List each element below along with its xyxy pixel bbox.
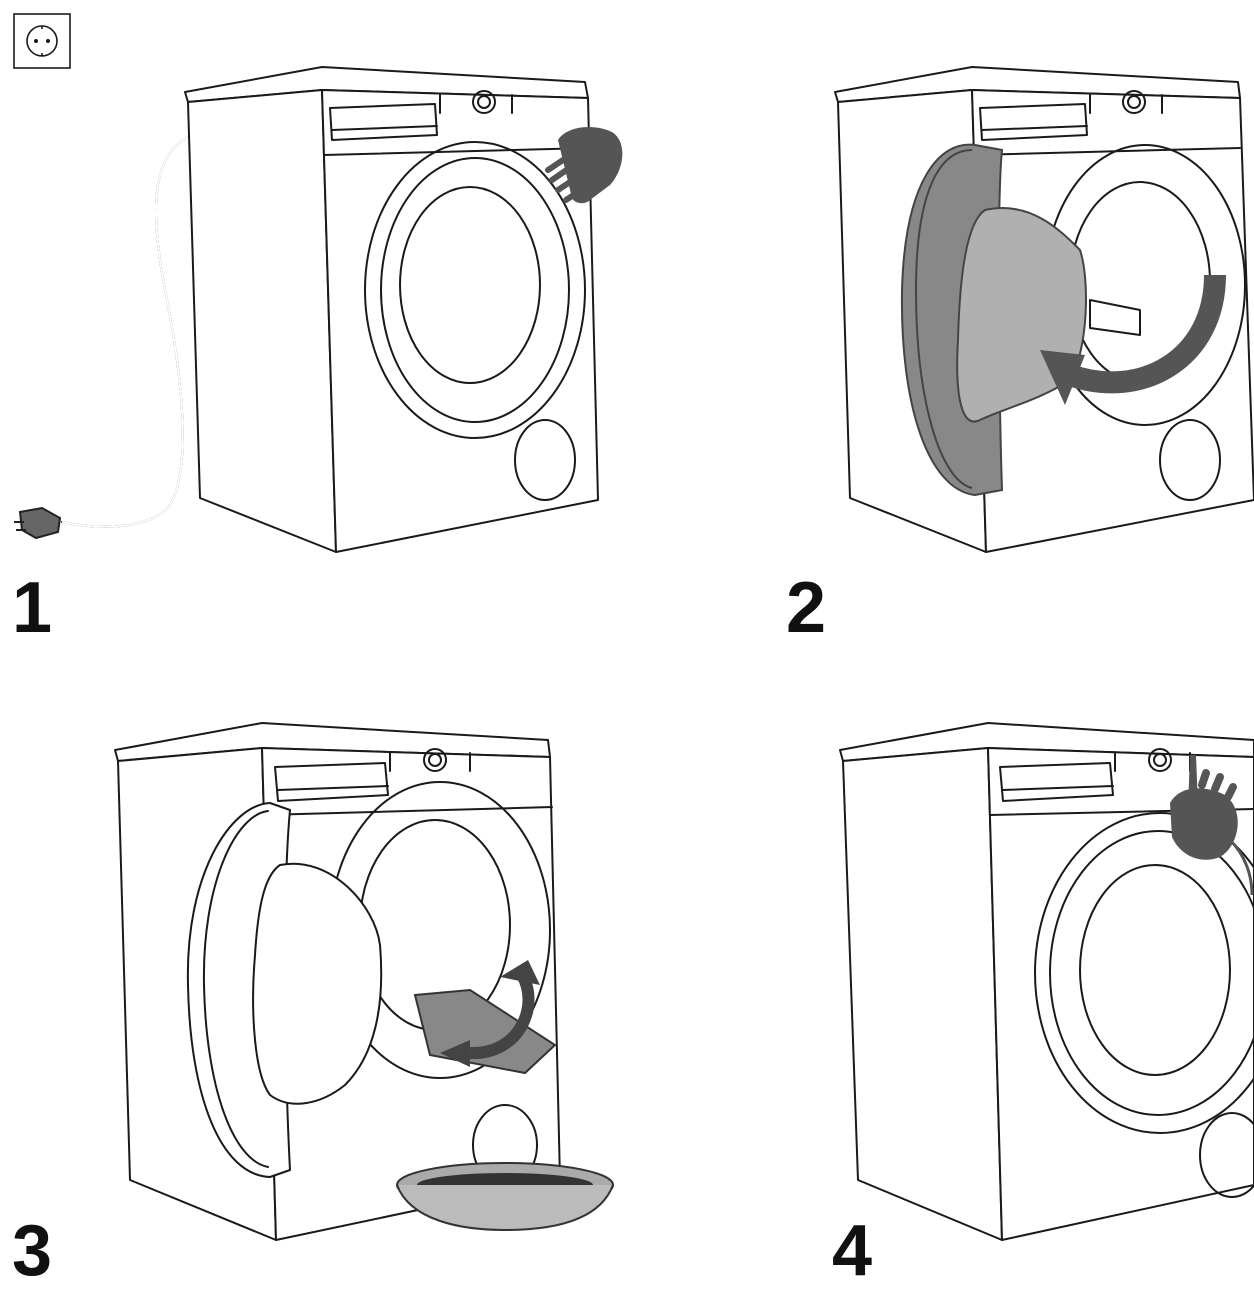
plug-icon (14, 506, 62, 540)
step-4-illustration (640, 715, 1254, 1245)
curved-arrow-icon (1040, 274, 1226, 405)
hand-icon (545, 126, 623, 204)
bowl-icon (396, 1162, 614, 1232)
step-1-illustration (0, 60, 640, 560)
step-number-1: 1 (12, 568, 53, 648)
hand-icon (1170, 755, 1254, 896)
step-3-illustration (0, 715, 640, 1245)
curved-arrow-icon (440, 960, 540, 1067)
step-number-2: 2 (786, 568, 827, 648)
step-2-illustration (640, 60, 1254, 560)
power-socket-icon (13, 13, 71, 69)
step-number-3: 3 (12, 1211, 53, 1291)
step-number-4: 4 (832, 1211, 873, 1291)
